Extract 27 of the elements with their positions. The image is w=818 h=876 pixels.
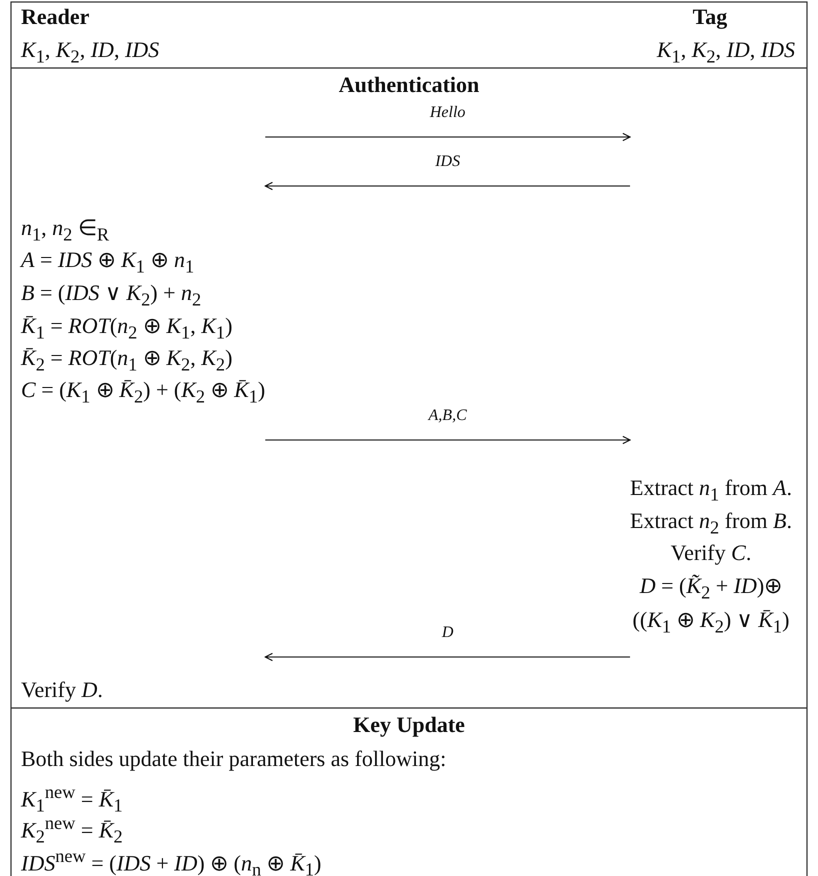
formula-text: n$_{1}$, n$_{2}$ ∈$_{R}$ bbox=[21, 214, 110, 246]
section-heading: Key Update bbox=[353, 711, 465, 739]
step-text: Verify D. bbox=[21, 676, 103, 704]
section-heading: Authentication bbox=[338, 71, 480, 99]
edge-label: A,B,C bbox=[428, 406, 467, 426]
column-heading: Reader bbox=[21, 3, 90, 31]
formula-text: C = (K$_{1}$ ⊕ K̄$_{2}$) + (K$_{2}$ ⊕ K̄$_{1}$) bbox=[21, 376, 266, 408]
note-text: Both sides update their parameters as following: bbox=[21, 745, 446, 773]
message-arrow bbox=[265, 436, 631, 444]
formula-text: ((K$_{1}$ ⊕ K$_{2}$) ∨ K̄$_{1}$) bbox=[632, 606, 790, 638]
message-arrow bbox=[265, 132, 631, 142]
column-heading: Tag bbox=[692, 3, 728, 31]
step-text: Verify C. bbox=[670, 539, 752, 567]
edge-label: IDS bbox=[435, 152, 460, 172]
formula-text: B = (IDS ∨ K$_{2}$) + n$_{2}$ bbox=[21, 279, 202, 312]
formula-text: K$_{1}$, K$_{2}$, ID, IDS bbox=[21, 36, 160, 68]
formula-text: K̄$_{2}$ = ROT(n$_{1}$ ⊕ K$_{2}$, K$_{2}$) bbox=[21, 344, 232, 376]
step-text: Extract n$_{2}$ from B. bbox=[630, 507, 792, 540]
step-text: Extract n$_{1}$ from A. bbox=[630, 474, 792, 506]
message-arrow bbox=[264, 182, 630, 190]
formula-text: D = (K̃$_{2}$ + ID)⊕ bbox=[640, 572, 782, 604]
edge-label: Hello bbox=[430, 103, 466, 123]
edge-label: D bbox=[442, 623, 454, 643]
message-arrow bbox=[264, 652, 630, 662]
formula-text: A = IDS ⊕ K$_{1}$ ⊕ n$_{1}$ bbox=[21, 246, 194, 278]
formula-text: K$_{1}$, K$_{2}$, ID, IDS bbox=[656, 36, 795, 68]
formula-text: K̄$_{1}$ = ROT(n$_{2}$ ⊕ K$_{1}$, K$_{1}$) bbox=[21, 312, 232, 344]
